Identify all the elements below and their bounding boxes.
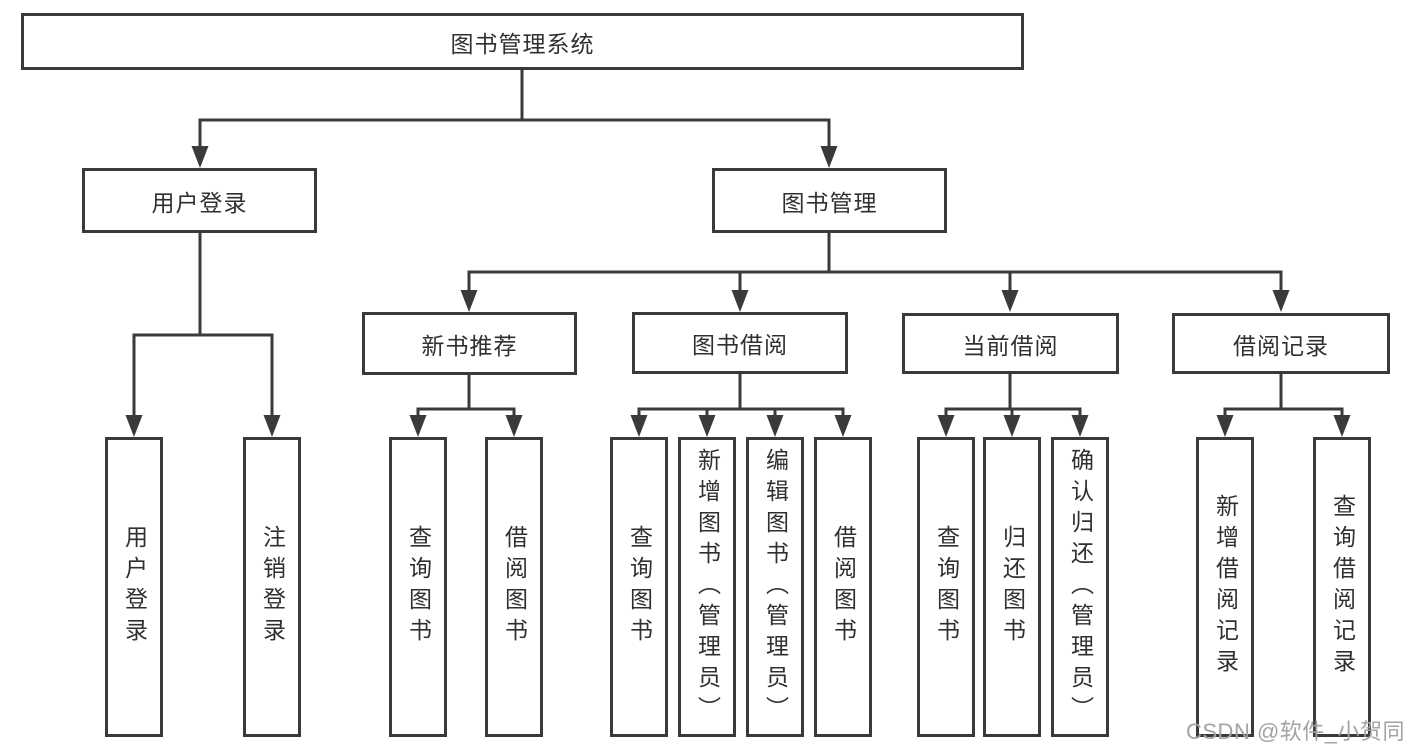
node-leaf-user-login: 用户登录 (105, 437, 163, 737)
connector-current-to-leaves (944, 372, 1082, 418)
arrowhead (834, 415, 852, 437)
arrowhead (125, 415, 143, 437)
arrowhead (1216, 415, 1234, 437)
node-label: 当前借阅 (962, 332, 1059, 359)
node-book-borrowing: 图书借阅 (632, 312, 848, 374)
arrowhead (460, 290, 478, 312)
node-leaf-borrow-books-borrowing: 借阅图书 (814, 437, 872, 737)
arrowheads (125, 146, 1351, 437)
node-leaf-add-borrow-record: 新增借阅记录 (1196, 437, 1254, 737)
arrowhead (820, 146, 838, 168)
node-new-book-recommend: 新书推荐 (362, 312, 577, 375)
node-label: 新增图书（管理员） (694, 447, 721, 727)
node-book-management: 图书管理 (712, 168, 947, 233)
arrowhead (1003, 415, 1021, 437)
connector-userlogin-to-leaves (132, 231, 274, 418)
arrowhead (937, 415, 955, 437)
node-label: 查询借阅记录 (1329, 494, 1356, 680)
node-label: 查询图书 (626, 525, 653, 649)
node-label: 借阅记录 (1233, 332, 1329, 359)
connector-borrowing-to-leaves (637, 372, 845, 418)
node-leaf-logout: 注销登录 (243, 437, 301, 737)
node-leaf-add-book-admin: 新增图书（管理员） (678, 437, 736, 737)
node-label: 新书推荐 (421, 332, 518, 359)
node-label: 借阅图书 (501, 525, 528, 649)
arrowhead (409, 415, 427, 437)
node-label: 借阅图书 (830, 525, 857, 649)
node-current-borrowing: 当前借阅 (902, 313, 1119, 374)
node-label: 图书借阅 (692, 332, 788, 358)
node-label: 确认归还（管理员） (1067, 447, 1094, 727)
arrowhead (731, 290, 749, 312)
node-leaf-confirm-return-admin: 确认归还（管理员） (1051, 437, 1109, 737)
node-leaf-query-borrow-record: 查询借阅记录 (1313, 437, 1371, 737)
node-borrowing-records: 借阅记录 (1172, 313, 1390, 374)
node-label: 用户登录 (121, 525, 148, 649)
node-leaf-query-books-borrowing: 查询图书 (610, 437, 668, 737)
node-leaf-edit-book-admin: 编辑图书（管理员） (746, 437, 804, 737)
arrowhead (630, 415, 648, 437)
arrowhead (505, 415, 523, 437)
node-label: 图书管理 (781, 189, 878, 216)
arrowhead (191, 146, 209, 168)
node-label: 用户登录 (151, 189, 248, 216)
node-user-login: 用户登录 (82, 168, 317, 233)
connector-records-to-leaves (1223, 372, 1344, 418)
arrowhead (1333, 415, 1351, 437)
node-label: 图书管理系统 (450, 30, 595, 57)
node-leaf-query-books-current: 查询图书 (917, 437, 975, 737)
arrowhead (698, 415, 716, 437)
csdn-watermark: CSDN @软件_小贺同学 (1186, 719, 1405, 744)
node-leaf-query-books-recommend: 查询图书 (389, 437, 447, 737)
node-label: 注销登录 (259, 525, 286, 649)
arrowhead (1071, 415, 1089, 437)
node-label: 归还图书 (999, 525, 1026, 649)
connector-newbook-to-leaves (416, 373, 516, 418)
connector-root-to-level2 (198, 68, 831, 149)
node-label: 查询图书 (405, 525, 432, 649)
arrowhead (263, 415, 281, 437)
node-library-management-system: 图书管理系统 (21, 13, 1024, 70)
node-label: 编辑图书（管理员） (762, 447, 789, 727)
node-label: 查询图书 (933, 525, 960, 649)
node-leaf-borrow-books-recommend: 借阅图书 (485, 437, 543, 737)
node-label: 新增借阅记录 (1212, 494, 1239, 680)
connector-bookmgmt-to-level3 (467, 231, 1283, 293)
arrowhead (766, 415, 784, 437)
arrowhead (1001, 290, 1019, 312)
arrowhead (1272, 290, 1290, 312)
node-leaf-return-book: 归还图书 (983, 437, 1041, 737)
